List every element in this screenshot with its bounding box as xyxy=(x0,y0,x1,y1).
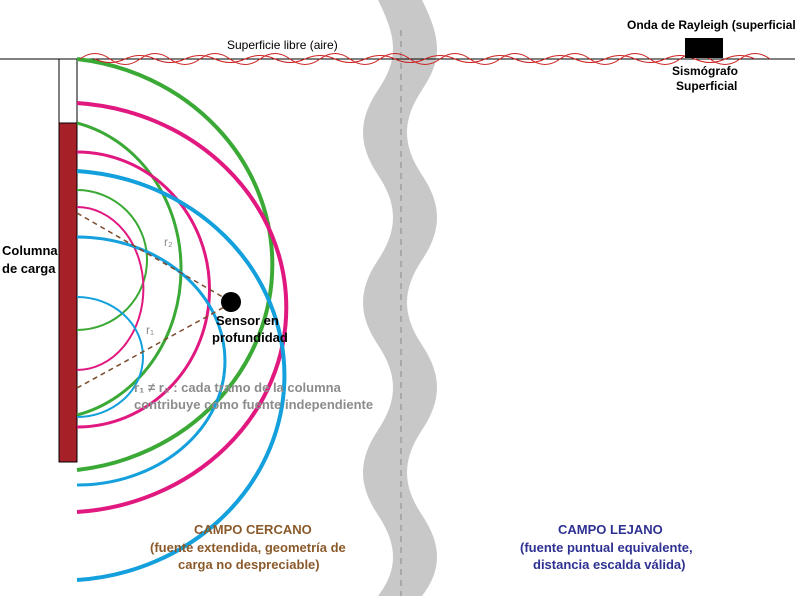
seismograph-label-line-2: Superficial xyxy=(676,79,738,93)
wavefront-magenta-inner xyxy=(76,206,145,371)
far-field-desc-line-2: distancia escalda válida) xyxy=(533,557,686,572)
wavefront-green-inner xyxy=(76,189,148,331)
depth-sensor xyxy=(221,292,241,312)
distance-note-line-1: r₁ ≠ r₂ : cada tramo de la columna xyxy=(134,380,341,395)
r1-distance-line xyxy=(76,304,229,389)
wavefront-magenta-middle xyxy=(76,150,211,429)
r2-label: r₂ xyxy=(164,235,173,249)
wavefront-green-outer xyxy=(76,57,275,472)
seismograph-label-line-1: Sismógrafo xyxy=(672,64,739,78)
sensor-label-line-2: profundidad xyxy=(212,330,288,345)
rayleigh-surface-wave-2 xyxy=(94,55,756,63)
near-field-title: CAMPO CERCANO xyxy=(194,522,312,537)
wavefront-blue-middle xyxy=(76,235,227,487)
far-field-desc-line-1: (fuente puntual equivalente, xyxy=(520,540,693,555)
wavefront-blue-outer xyxy=(76,169,287,582)
near-field-desc-line-2: carga no despreciable) xyxy=(178,557,320,572)
explosive-charge-column xyxy=(58,122,78,463)
rayleigh-wave-label: Onda de Rayleigh (superficial) xyxy=(627,18,795,32)
sensor-label-line-1: Sensor en xyxy=(216,313,279,328)
wavefront-green-middle xyxy=(76,121,183,417)
wavefront-magenta-outer xyxy=(76,101,289,514)
free-surface-label: Superficie libre (aire) xyxy=(227,38,338,52)
column-label-line-1: Columna xyxy=(2,243,58,258)
column-label-line-2: de carga xyxy=(2,261,56,276)
rayleigh-surface-wave xyxy=(79,53,771,65)
near-field-desc-line-1: (fuente extendida, geometría de xyxy=(150,540,346,555)
r1-label: r₁ xyxy=(146,323,155,337)
r2-distance-line xyxy=(76,212,229,301)
wavefront-blue-inner xyxy=(76,296,144,418)
borehole-column-empty xyxy=(58,58,78,124)
field-boundary-band xyxy=(363,0,437,596)
surface-seismograph xyxy=(685,38,723,58)
far-field-title: CAMPO LEJANO xyxy=(558,522,663,537)
distance-note-line-2: contribuye como fuente independiente xyxy=(134,397,374,412)
